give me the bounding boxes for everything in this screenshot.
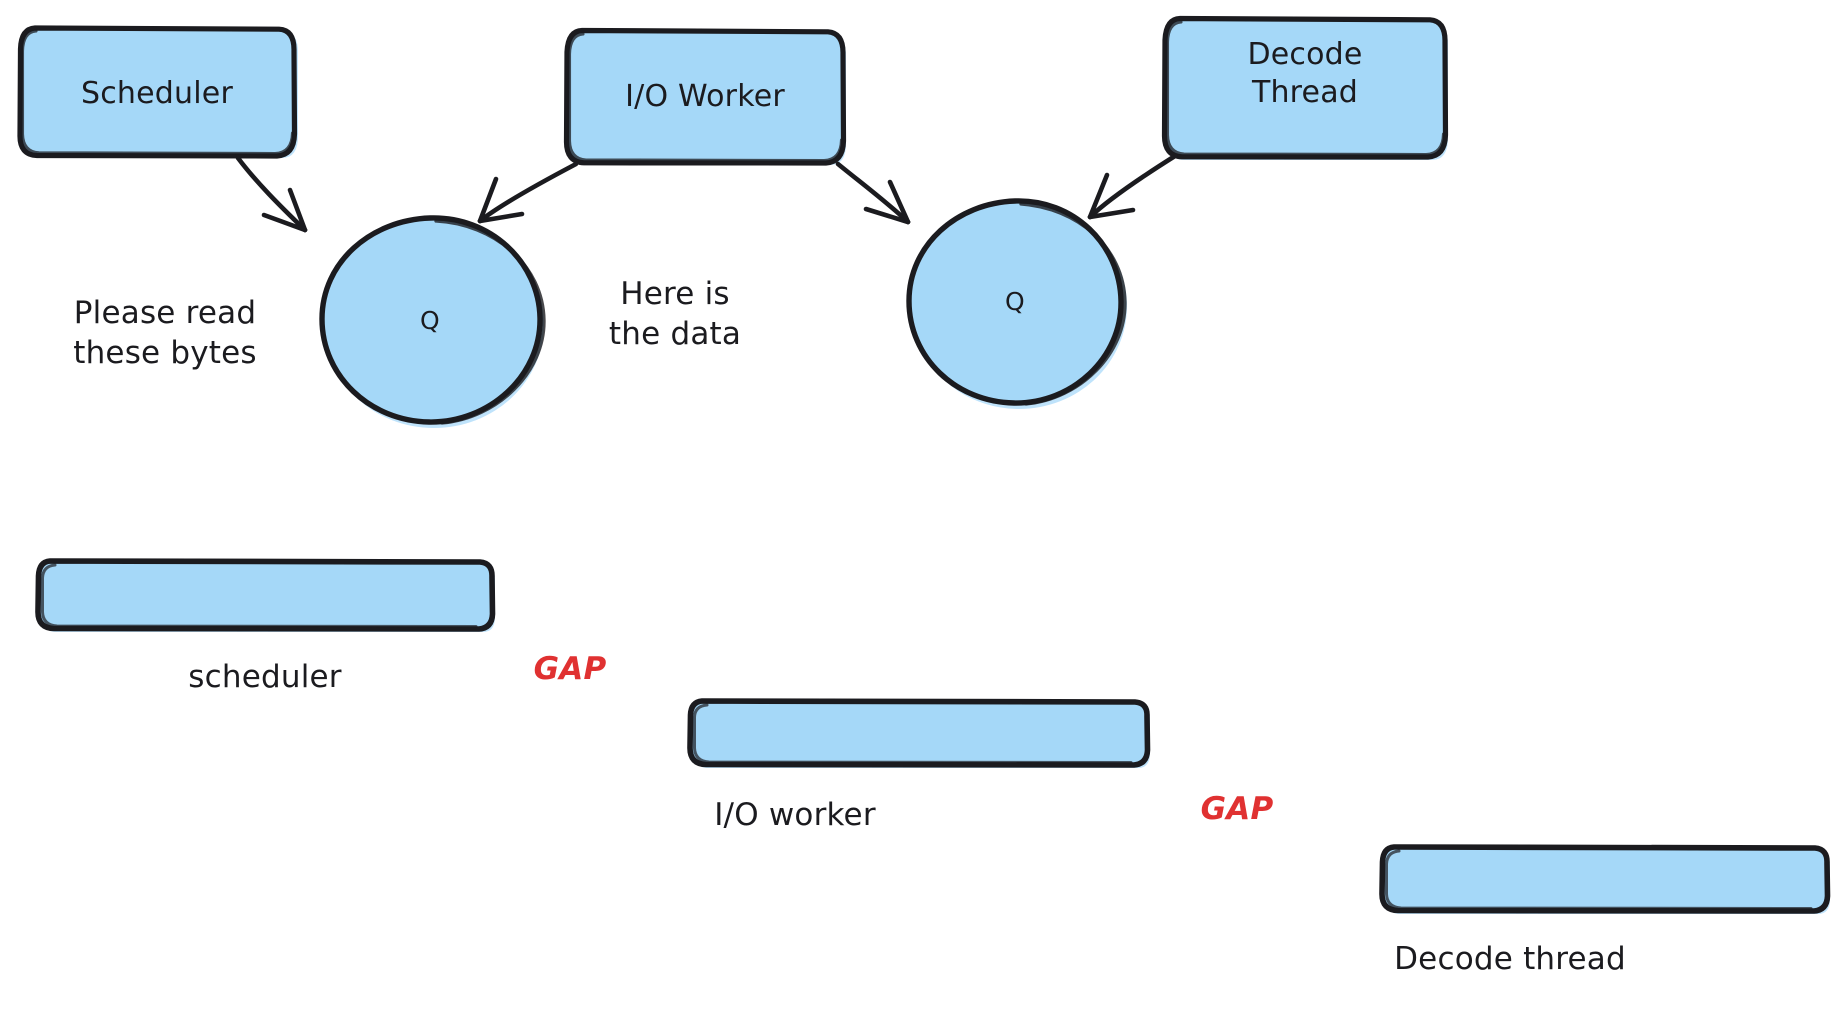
- node-queue-right[interactable]: [906, 198, 1127, 409]
- edge-label-please-read-these-bytes: Please read these bytes: [73, 295, 257, 371]
- gap-annotation-1: GAP: [533, 651, 607, 687]
- timeline-label-io-worker: I/O worker: [714, 797, 876, 833]
- edge-label-here-is-the-data: Here is the data: [608, 276, 742, 352]
- node-label-io-worker: I/O Worker: [625, 79, 785, 114]
- node-label-decode-thread: Decode Thread: [1247, 37, 1363, 111]
- timeline-bar-io-worker[interactable]: [687, 698, 1151, 768]
- node-queue-left[interactable]: [319, 215, 546, 428]
- arrow-io-worker-to-queue-right: [835, 161, 911, 225]
- node-decode-thread[interactable]: [1161, 15, 1449, 161]
- timeline-label-decode-thread: Decode thread: [1394, 941, 1626, 977]
- timeline-bar-scheduler[interactable]: [35, 558, 496, 632]
- arrow-decode-thread-to-queue-right: [1087, 153, 1178, 220]
- node-label-queue-left: Q: [420, 306, 440, 335]
- timeline-bar-decode-thread[interactable]: [1379, 844, 1831, 914]
- node-label-scheduler: Scheduler: [81, 76, 233, 111]
- gap-annotation-2: GAP: [1200, 791, 1274, 827]
- node-label-queue-right: Q: [1005, 287, 1025, 316]
- node-io-worker[interactable]: [563, 27, 847, 166]
- timeline-label-scheduler: scheduler: [188, 659, 342, 695]
- node-scheduler[interactable]: [17, 25, 298, 159]
- arrow-scheduler-to-queue-left: [235, 155, 308, 233]
- arrow-io-worker-to-queue-left: [477, 161, 579, 224]
